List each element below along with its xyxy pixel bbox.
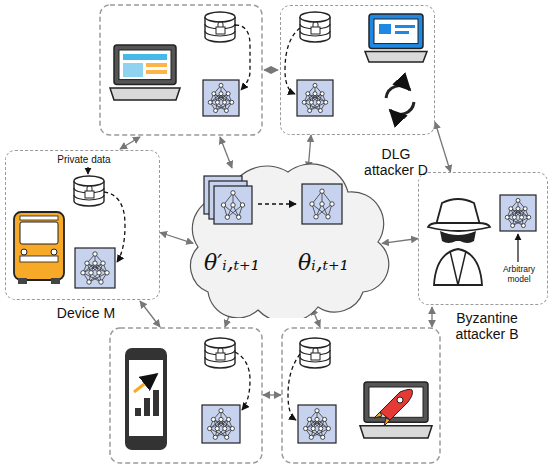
model-symbol: θ′ᵢ,ₜ₊₁	[204, 250, 260, 275]
link-arrow	[431, 307, 432, 327]
data-label: Private data	[44, 154, 124, 166]
attacker-box: DLG attacker D	[280, 5, 435, 135]
link-arrow	[264, 69, 278, 70]
attacker-box: Byzantine attacker BArbitrary model	[418, 172, 548, 305]
model-icon	[298, 405, 336, 443]
device-box	[282, 328, 440, 463]
database-icon	[300, 338, 330, 368]
model-icon	[297, 80, 333, 116]
device-box	[110, 328, 262, 463]
bus-icon	[14, 212, 64, 284]
attacker-label: Byzantine attacker B	[437, 310, 537, 342]
attacker-label: DLG attacker D	[361, 146, 431, 178]
model-note: Arbitrary model	[493, 265, 545, 285]
laptop-icon	[110, 45, 180, 100]
database-icon	[205, 12, 235, 42]
laptop-icon	[365, 14, 427, 62]
link-arrow	[120, 137, 140, 149]
model-icon	[202, 405, 240, 443]
link-arrow	[220, 137, 232, 168]
model-symbol: θᵢ,ₜ₊₁	[298, 250, 349, 275]
sync-icon	[386, 86, 414, 115]
flow-arrow	[288, 354, 300, 420]
flow-arrow	[104, 192, 125, 262]
link-arrow	[263, 394, 281, 395]
flow-arrow	[235, 25, 250, 90]
leader-arrow	[87, 167, 88, 174]
link-arrow	[435, 122, 451, 172]
model-icon	[203, 80, 239, 116]
model-icon	[75, 248, 115, 288]
device-label: Device M	[36, 305, 136, 321]
database-icon	[74, 176, 104, 206]
model-icon	[500, 195, 536, 231]
device-box: Private dataDevice M	[5, 150, 160, 300]
phone-icon	[125, 348, 167, 450]
device-box	[100, 5, 262, 135]
cloud-shape	[178, 152, 395, 318]
laptop-icon	[360, 382, 432, 438]
aggregation-cloud: θ′ᵢ,ₜ₊₁ θᵢ,ₜ₊₁	[178, 152, 395, 318]
leader-arrow	[517, 234, 518, 262]
flow-arrow	[235, 352, 250, 410]
spy-icon	[428, 199, 490, 285]
database-icon	[205, 338, 235, 368]
link-arrow	[160, 233, 193, 244]
database-icon	[300, 12, 330, 42]
link-arrow	[140, 301, 160, 327]
flow-arrow	[285, 28, 300, 94]
link-arrow	[382, 239, 418, 244]
